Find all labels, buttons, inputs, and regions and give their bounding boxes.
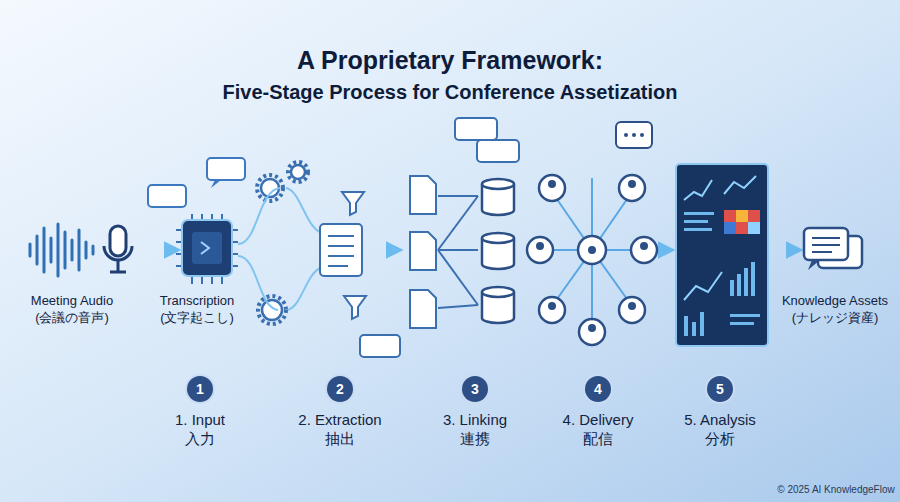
step-label: 連携	[460, 429, 490, 448]
step-label: 入力	[185, 429, 215, 448]
step-label: 抽出	[325, 429, 355, 448]
subtitle: Five-Stage Process for Conference Asseti…	[223, 81, 678, 104]
step-node: 5 5. Analysis分析	[684, 376, 756, 448]
step-label: 4. Delivery	[563, 410, 634, 429]
step-number: 4	[585, 376, 611, 402]
stage-label: (ナレッジ資産)	[792, 309, 879, 327]
stage-label: Knowledge Assets	[782, 293, 888, 308]
step-label: 1. Input	[175, 410, 225, 429]
copyright: © 2025 AI KnowledgeFlow	[777, 484, 894, 495]
step-label: 配信	[583, 429, 613, 448]
step-node: 2 2. Extraction抽出	[298, 376, 381, 448]
step-node: 1 1. Input入力	[175, 376, 225, 448]
stage-label: (文字起こし)	[160, 309, 234, 327]
step-node: 3 3. Linking連携	[443, 376, 507, 448]
step-node: 4 4. Delivery配信	[563, 376, 634, 448]
stage-label: Meeting Audio	[31, 293, 113, 308]
stage-label: Transcription	[160, 293, 235, 308]
step-number: 2	[327, 376, 353, 402]
step-label: 分析	[705, 429, 735, 448]
step-label: 3. Linking	[443, 410, 507, 429]
step-number: 5	[707, 376, 733, 402]
step-label: 2. Extraction	[298, 410, 381, 429]
title: A Proprietary Framework:	[297, 46, 603, 75]
step-label: 5. Analysis	[684, 410, 756, 429]
step-number: 1	[187, 376, 213, 402]
stage-label: (会議の音声)	[35, 309, 109, 327]
step-number: 3	[462, 376, 488, 402]
